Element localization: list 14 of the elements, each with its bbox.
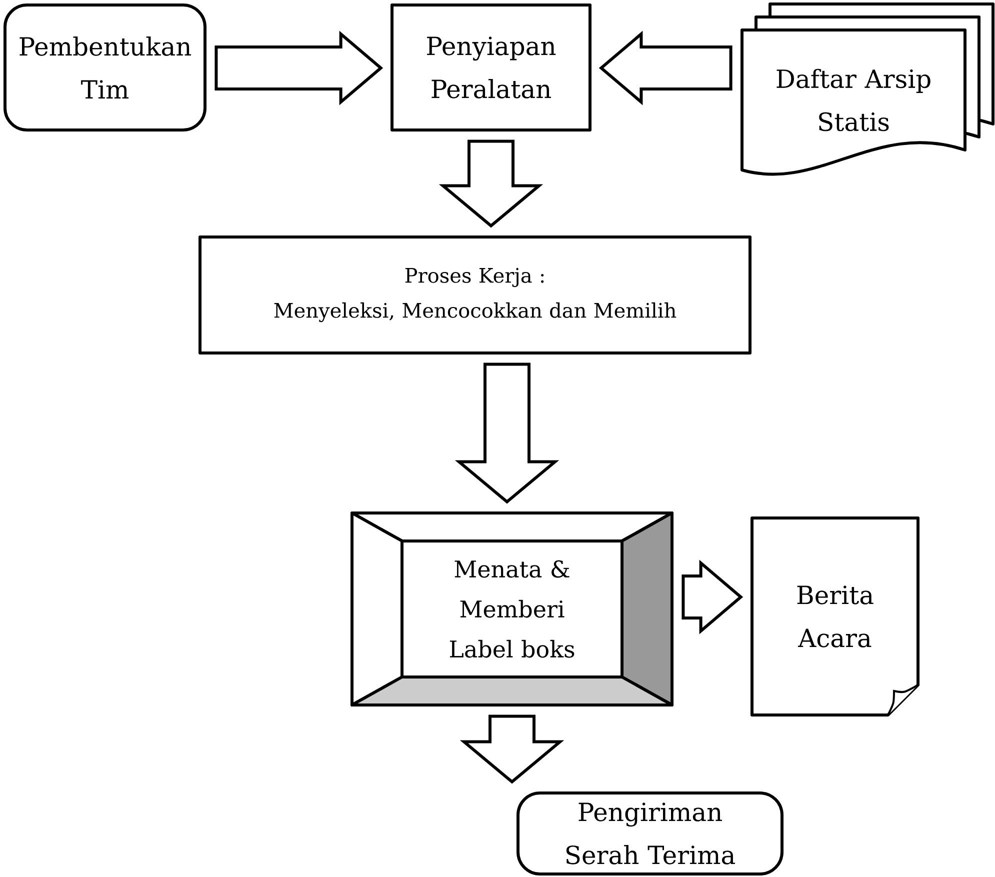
block-arrow: [214, 30, 384, 106]
process-box: Penyiapan Peralatan: [390, 4, 592, 132]
node-label: Menata & Memberi Label boks: [450, 560, 574, 658]
process-box: Proses Kerja : Menyeleksi, Mencocokkan dan Memilih: [198, 236, 752, 354]
bevel-box: Menata & Memberi Label boks: [350, 512, 674, 706]
rounded-box: Pembentukan Tim: [4, 4, 206, 132]
block-arrow: [460, 714, 564, 784]
block-arrow: [598, 30, 732, 106]
document: Berita Acara: [750, 516, 920, 716]
block-arrow: [682, 560, 744, 634]
block-arrow: [438, 140, 544, 228]
document-stack: Daftar Arsip Statis: [740, 2, 994, 176]
rounded-box: Pengiriman Serah Terima: [516, 792, 784, 876]
block-arrow: [454, 362, 560, 504]
